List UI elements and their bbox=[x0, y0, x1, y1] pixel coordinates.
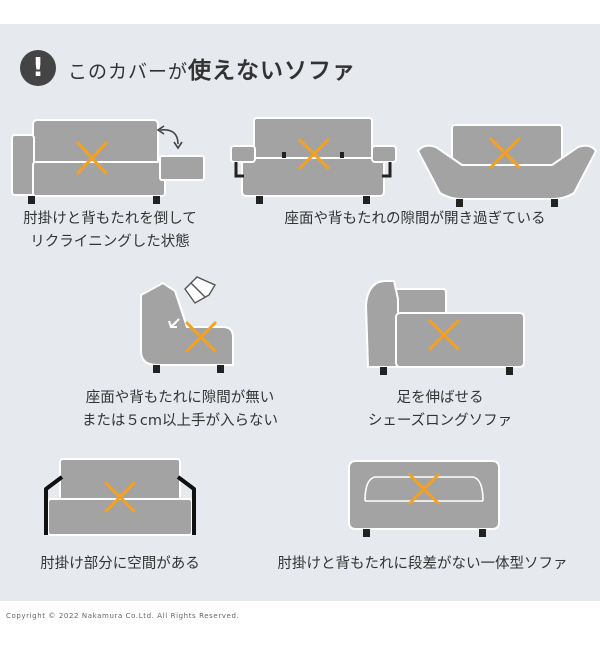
caption-gaps: 座面や背もたれの隙間が開き過ぎている bbox=[284, 211, 546, 227]
title-prefix: このカバーが bbox=[68, 61, 189, 83]
cross-icon bbox=[428, 319, 460, 351]
title-main: 使えないソファ bbox=[188, 58, 357, 84]
caption-reclining: 肘掛けと背もたれを倒して リクライニングした状態 bbox=[23, 211, 197, 250]
exclamation-icon: ! bbox=[20, 50, 56, 86]
wing-arm-sofa-illustration bbox=[416, 124, 598, 207]
cross-icon bbox=[185, 321, 217, 353]
cross-icon bbox=[298, 138, 330, 170]
gapped-sofa-illustration bbox=[230, 117, 397, 204]
caption-open-arm: 肘掛け部分に空間がある bbox=[40, 556, 200, 572]
one-piece-sofa-illustration bbox=[348, 460, 500, 537]
chaise-longue-illustration bbox=[364, 280, 525, 375]
open-arm-sofa-illustration bbox=[44, 458, 196, 536]
cross-icon bbox=[489, 137, 521, 169]
cross-icon bbox=[76, 141, 108, 175]
cross-icon bbox=[408, 473, 440, 505]
copyright-text: Copyright © 2022 Nakamura Co.Ltd. All Ri… bbox=[6, 612, 240, 620]
page-title: ! このカバーが使えないソファ bbox=[20, 50, 356, 86]
no-gap-chair-illustration bbox=[140, 276, 234, 373]
reclining-sofa-illustration bbox=[11, 119, 205, 204]
caption-one-piece: 肘掛けと背もたれに段差がない一体型ソファ bbox=[277, 556, 568, 572]
caption-chaise: 足を伸ばせる シェーズロングソファ bbox=[367, 390, 513, 429]
caption-no-gap: 座面や背もたれに隙間が無い または５cm以上手が入らない bbox=[81, 390, 279, 429]
cross-icon bbox=[104, 481, 136, 513]
gesture-hand-icon bbox=[184, 276, 217, 304]
